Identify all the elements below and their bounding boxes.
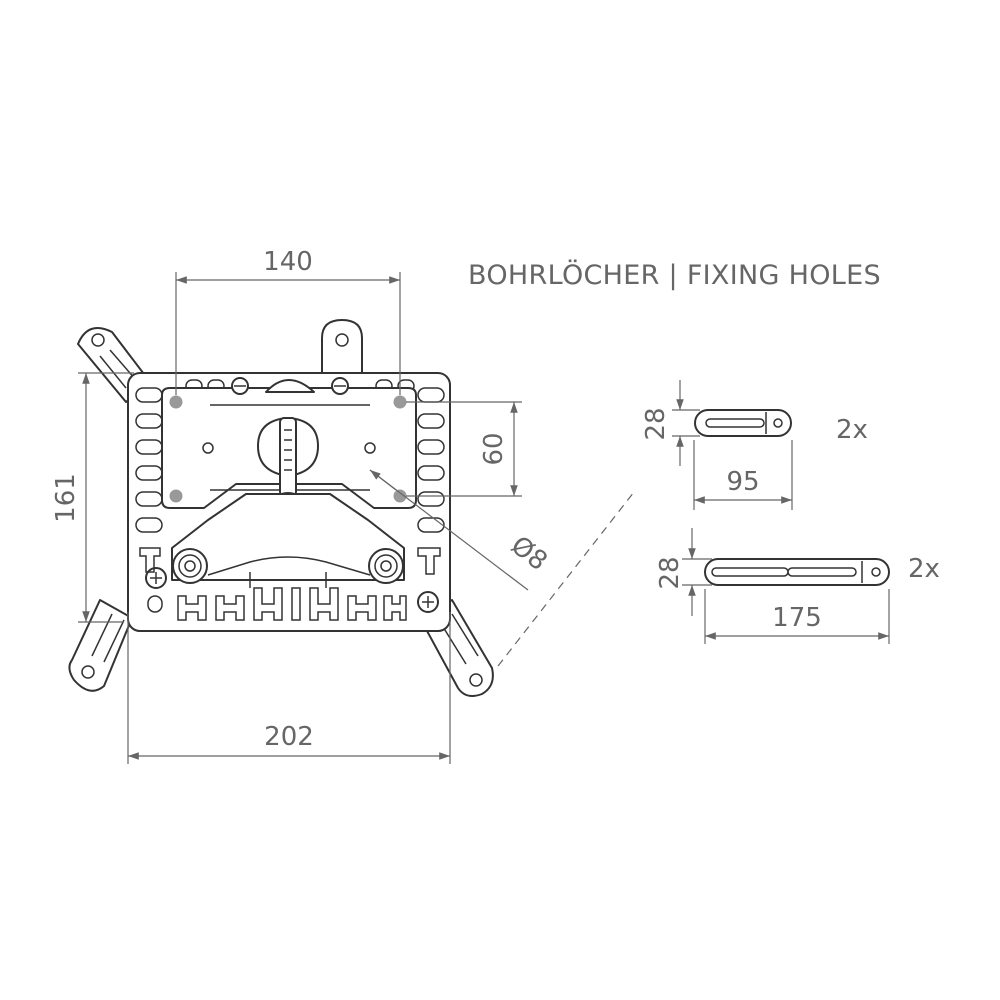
- knob-left: [172, 548, 208, 584]
- center-mechanism: [231, 377, 349, 504]
- slot-short-length: 95: [726, 467, 759, 497]
- leader-line: [497, 491, 635, 667]
- dim-202-label: 202: [264, 722, 314, 752]
- screw-right: [417, 591, 439, 613]
- knob-right: [368, 548, 404, 584]
- dim-diameter-label: Ø8: [505, 530, 553, 576]
- slot-long-height: 28: [655, 556, 685, 589]
- dim-60-label: 60: [479, 432, 509, 465]
- h-slots: [177, 587, 407, 621]
- fixing-holes-title: BOHRLÖCHER | FIXING HOLES: [468, 259, 881, 291]
- slot-long: 28 175 2x: [655, 528, 940, 644]
- screw-left: [145, 567, 167, 589]
- dim-161: 161: [51, 372, 134, 623]
- t-slot-right: [417, 547, 441, 575]
- slot-long-length: 175: [772, 603, 822, 633]
- t-slot-left: [139, 547, 161, 573]
- dim-140: 140: [175, 247, 401, 395]
- dim-202: 202: [127, 612, 451, 764]
- dim-60: 60: [406, 401, 522, 497]
- lower-bracket: [171, 493, 405, 588]
- arm-bottom-left: [68, 599, 133, 692]
- slot-short-quantity: 2x: [836, 415, 868, 445]
- fixing-hole-top-right: [393, 395, 407, 409]
- dim-140-label: 140: [263, 247, 313, 277]
- slot-short-height: 28: [641, 407, 671, 440]
- slot-short: 28 95 2x: [641, 380, 868, 510]
- arm-top-center: [321, 319, 363, 376]
- fixing-hole-top-left: [169, 395, 183, 409]
- dim-161-label: 161: [51, 473, 81, 523]
- right-slots: [417, 387, 445, 533]
- mount-bracket: [68, 319, 494, 697]
- slot-long-quantity: 2x: [908, 554, 940, 584]
- fixing-hole-bottom-left: [169, 489, 183, 503]
